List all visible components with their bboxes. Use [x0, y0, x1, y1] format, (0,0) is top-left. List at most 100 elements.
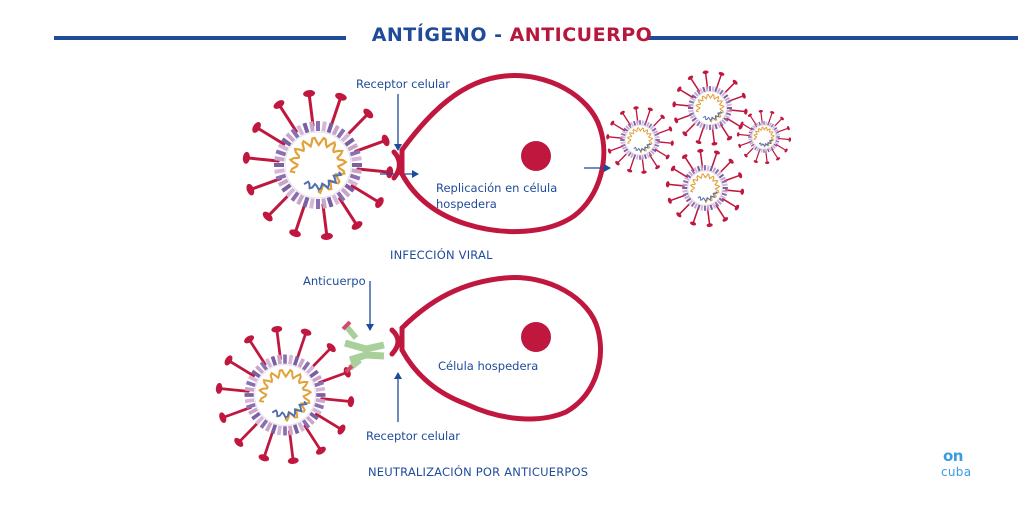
membrane-protein	[351, 156, 362, 162]
membrane-protein	[255, 415, 265, 425]
membrane-protein	[693, 119, 699, 125]
spike-tip	[670, 165, 676, 172]
membrane-protein	[760, 121, 763, 126]
membrane-protein	[689, 97, 696, 102]
spike-tip	[738, 143, 742, 148]
spike-tip	[219, 412, 227, 423]
membrane-protein	[321, 198, 327, 209]
membrane-protein	[641, 154, 644, 160]
spike-protein	[350, 184, 380, 204]
spike-tip	[690, 221, 697, 226]
membrane-protein	[620, 136, 626, 139]
spike-tip	[262, 211, 273, 222]
membrane-protein	[275, 149, 287, 157]
spike-tip	[740, 121, 744, 126]
membrane-protein	[302, 122, 310, 134]
title-antigen: ANTÍGENO	[371, 24, 487, 46]
membrane-protein	[770, 146, 774, 151]
membrane-protein	[251, 411, 261, 421]
membrane-protein	[296, 124, 305, 136]
spike-protein	[723, 82, 736, 95]
membrane-protein	[654, 141, 660, 144]
spike-tip	[620, 110, 625, 115]
spike-tip	[744, 108, 748, 115]
membrane-protein	[696, 89, 701, 95]
membrane-protein	[690, 168, 696, 175]
spike-tip	[615, 160, 620, 166]
spike-tip	[337, 424, 346, 435]
membrane-protein	[726, 103, 732, 107]
membrane-protein	[765, 121, 768, 126]
spike-protein	[678, 202, 692, 215]
spike-protein	[294, 201, 307, 233]
membrane-protein	[259, 419, 269, 429]
membrane-protein	[351, 168, 362, 174]
membrane-protein	[682, 183, 688, 187]
membrane-protein	[719, 121, 724, 127]
spike-tip	[718, 71, 725, 76]
virus-progeny-1	[606, 106, 674, 174]
spike-protein	[338, 197, 358, 226]
spike-tip	[320, 232, 333, 240]
membrane-protein	[775, 133, 780, 136]
spike-tip	[788, 137, 792, 142]
spike-tip	[776, 157, 780, 161]
spike-protein	[741, 123, 753, 131]
membrane-protein	[650, 125, 655, 130]
spike-tip	[697, 149, 704, 153]
membrane-protein	[711, 86, 715, 92]
membrane-protein	[244, 398, 255, 404]
spike-protein	[704, 72, 709, 89]
spike-tip	[351, 221, 363, 230]
membrane-protein	[312, 407, 322, 416]
spike-tip	[326, 343, 336, 353]
spike-protein	[690, 77, 700, 92]
spike-tip	[770, 111, 775, 114]
spike-tip	[732, 79, 738, 85]
membrane-protein	[650, 150, 655, 155]
membrane-protein	[702, 123, 706, 130]
membrane-protein	[630, 153, 634, 159]
spike-protein	[760, 111, 763, 124]
membrane-protein	[706, 165, 710, 171]
spike-protein	[275, 329, 282, 360]
membrane-protein	[748, 138, 753, 141]
membrane-protein	[344, 137, 355, 147]
membrane-protein	[276, 354, 282, 365]
membrane-protein	[775, 131, 780, 134]
membrane-protein	[270, 355, 278, 366]
membrane-protein	[774, 129, 779, 133]
membrane-protein	[651, 148, 657, 153]
spike-protein	[699, 151, 704, 169]
membrane-protein	[314, 380, 325, 388]
replication-label-line1: Replicación en célula	[436, 181, 558, 195]
membrane-protein	[696, 165, 701, 172]
spike-tip	[386, 166, 394, 179]
membrane-protein	[653, 130, 659, 134]
spike-tip	[647, 107, 653, 112]
spike-protein	[711, 127, 716, 144]
spike-tip	[633, 106, 639, 110]
receptor-cup-bottom	[389, 327, 401, 357]
spike-protein	[612, 122, 626, 132]
membrane-protein	[716, 171, 722, 177]
spike-protein	[728, 95, 744, 102]
membrane-protein	[724, 97, 731, 102]
spike-protein	[219, 387, 250, 393]
spike-protein	[670, 194, 687, 202]
membrane-protein	[621, 130, 627, 134]
viral-rna	[689, 173, 721, 204]
spike-protein	[303, 424, 322, 451]
spike-tip	[738, 124, 743, 130]
spike-tip	[682, 131, 688, 137]
spike-protein	[309, 347, 332, 371]
membrane-protein	[625, 125, 630, 130]
spike-protein	[354, 139, 386, 153]
membrane-protein	[297, 358, 306, 368]
spike-protein	[723, 174, 740, 182]
spike-protein	[679, 88, 694, 99]
receptor-label-bottom: Receptor celular	[366, 429, 461, 443]
membrane-protein	[721, 119, 727, 125]
membrane-protein	[773, 127, 778, 131]
membrane-protein	[768, 122, 772, 127]
